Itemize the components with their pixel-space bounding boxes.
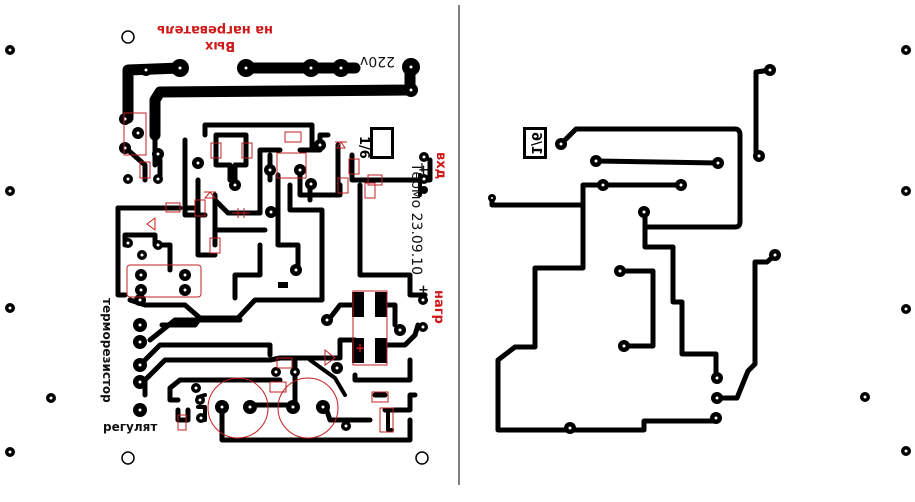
- resistor-outline: [337, 177, 349, 194]
- regulator-label: регулят: [103, 420, 158, 434]
- right-board-pads: [488, 64, 781, 434]
- resistor-outline: [165, 202, 181, 213]
- diode-outline: [335, 141, 347, 149]
- cap-plus-mark: +: [355, 341, 365, 355]
- thermistor-label: терморезистор: [100, 298, 114, 403]
- resistor-outline: [209, 237, 221, 254]
- left-board-traces: [115, 62, 433, 443]
- load-label: нагр: [431, 290, 446, 324]
- component-outline: [379, 407, 394, 433]
- right-board-traces: [489, 67, 778, 433]
- ic-outline: [276, 152, 307, 179]
- left-board-silkscreen: [123, 112, 394, 439]
- capacitor-symbol: [232, 208, 250, 218]
- left-board-pads: [119, 58, 429, 431]
- board-mark-left-text: 1/6: [355, 135, 371, 159]
- resistor-outline: [241, 142, 253, 159]
- resistor-outline: [210, 142, 222, 159]
- diode-outline: [324, 348, 336, 366]
- relay-outline: [277, 377, 339, 439]
- diode-outline: [203, 191, 217, 199]
- board-mark-left: 1/6: [356, 127, 394, 159]
- resistor-outline: [177, 414, 187, 431]
- resistor-outline: [139, 161, 151, 179]
- diode-outline: [146, 217, 156, 231]
- resistor-outline: [371, 391, 389, 403]
- mounting-holes: [5, 45, 911, 457]
- board-mark-right: 1/6: [523, 127, 547, 159]
- resistor-outline: [348, 158, 360, 175]
- relay-outline: [207, 377, 269, 439]
- capacitor-outline: [352, 290, 388, 366]
- voltage-label: 220v: [360, 53, 396, 69]
- connector-outline: [126, 264, 202, 298]
- component-outline: [123, 112, 147, 156]
- resistor-outline: [194, 199, 206, 217]
- sensor-input-label: вхд: [433, 152, 448, 180]
- plus-sign-load: +: [418, 283, 429, 298]
- heater-output-label-line1: Вых: [205, 38, 236, 53]
- plus-sign-input: +: [418, 163, 429, 178]
- resistor-outline: [276, 357, 293, 369]
- title-date-label: Термо 23.09.10: [408, 163, 424, 275]
- heater-output-label-line2: на нагреватель: [156, 22, 273, 37]
- resistor-outline: [284, 131, 302, 143]
- resistor-outline: [364, 182, 376, 199]
- board-mark-right-text: 1/6: [527, 131, 543, 155]
- board-corner-holes: [121, 30, 429, 465]
